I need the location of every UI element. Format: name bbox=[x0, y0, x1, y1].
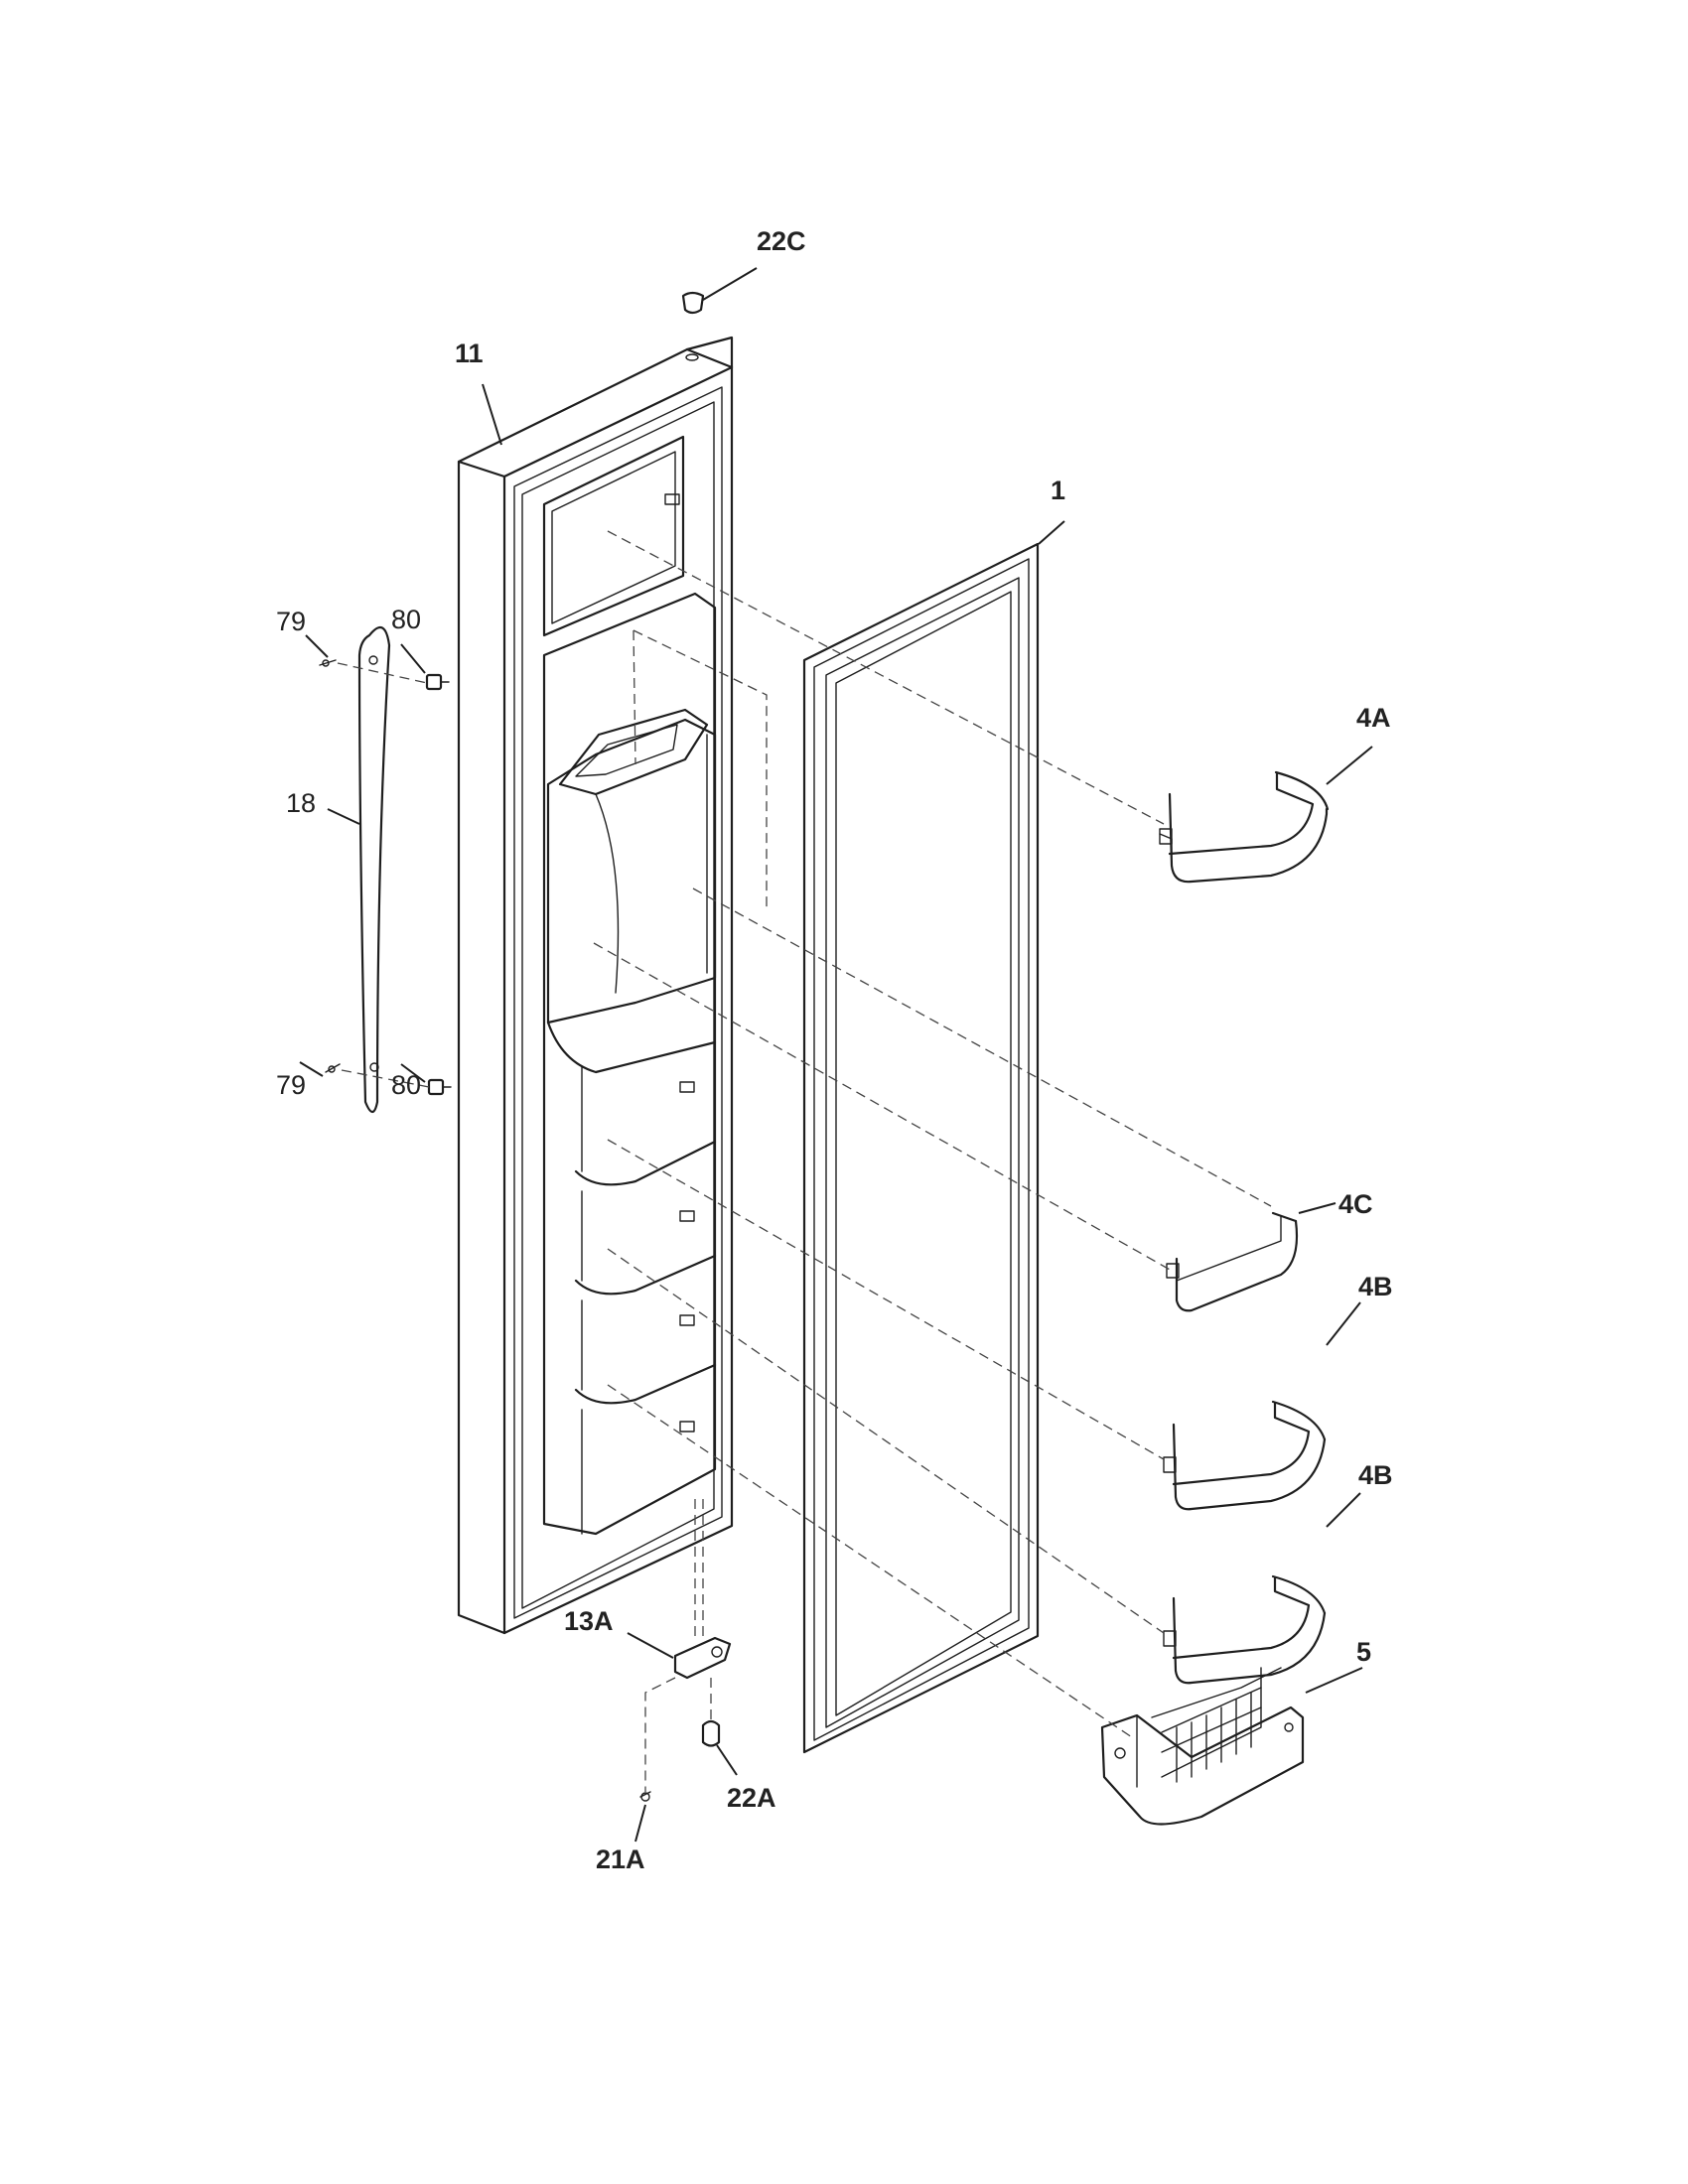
freezer-door-part-11 bbox=[457, 336, 734, 1635]
callout-11: 11 bbox=[455, 339, 484, 368]
callout-80-bottom: 80 bbox=[391, 1070, 421, 1100]
callout-labels: 22C 11 1 79 80 18 79 80 4A 4C 4B 4B 5 13… bbox=[276, 226, 1393, 1874]
callout-79-bottom: 79 bbox=[276, 1070, 306, 1100]
door-bin-4B-upper bbox=[1163, 1400, 1327, 1511]
door-bin-4A bbox=[1159, 770, 1330, 884]
callout-22C: 22C bbox=[757, 226, 806, 256]
callout-1: 1 bbox=[1051, 476, 1065, 505]
callout-80-top: 80 bbox=[391, 605, 421, 634]
callout-4B-lower: 4B bbox=[1358, 1460, 1393, 1490]
callout-79-top: 79 bbox=[276, 607, 306, 636]
hinge-bushing-22A bbox=[701, 1719, 721, 1747]
screw-21A bbox=[639, 1791, 651, 1802]
callout-22A: 22A bbox=[727, 1783, 776, 1813]
callout-5: 5 bbox=[1356, 1637, 1371, 1667]
callout-18: 18 bbox=[286, 788, 316, 818]
callout-4B-upper: 4B bbox=[1358, 1272, 1393, 1301]
door-bin-4B-lower bbox=[1163, 1574, 1327, 1685]
door-bin-4C bbox=[1166, 1211, 1299, 1312]
screw-79-top bbox=[319, 659, 337, 667]
hinge-bracket-13A bbox=[673, 1636, 732, 1680]
callout-13A: 13A bbox=[564, 1606, 614, 1636]
door-handle-part-18 bbox=[357, 625, 391, 1114]
leader-lines bbox=[299, 267, 1373, 1843]
bolt-80-top bbox=[425, 673, 450, 691]
assembly-lines bbox=[337, 530, 1272, 1792]
callout-4C: 4C bbox=[1338, 1189, 1373, 1219]
wire-basket-shelf-5 bbox=[1100, 1667, 1305, 1826]
callout-21A: 21A bbox=[596, 1844, 645, 1874]
door-gasket-part-1 bbox=[802, 542, 1040, 1754]
hinge-bushing-22C bbox=[681, 291, 705, 315]
bolt-80-bottom bbox=[427, 1078, 452, 1096]
callout-4A: 4A bbox=[1356, 703, 1391, 733]
screw-79-bottom bbox=[325, 1063, 341, 1073]
